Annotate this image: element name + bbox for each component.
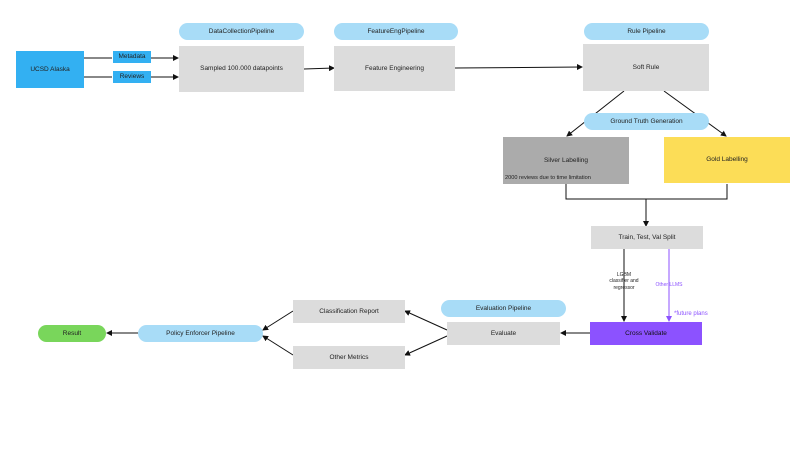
edge-feature-to-softrule bbox=[454, 64, 583, 71]
soft-rule-node: Soft Rule bbox=[583, 44, 709, 91]
silver-labelling-note: 2000 reviews due to time limitation bbox=[505, 175, 591, 181]
evaluate-node: Evaluate bbox=[447, 322, 560, 345]
edge-metrics-to-policy bbox=[262, 335, 294, 356]
silver-labelling-node: Silver Labelling bbox=[503, 137, 629, 184]
other-llms-label: Other LLMS bbox=[655, 282, 683, 288]
data-collection-pipeline-label: DataCollectionPipeline bbox=[179, 23, 304, 40]
gold-labelling-node: Gold Labelling bbox=[664, 137, 790, 183]
reviews-node: Reviews bbox=[113, 71, 151, 83]
evaluation-pipeline-label: Evaluation Pipeline bbox=[441, 300, 566, 317]
edge-labels-merge bbox=[565, 184, 728, 200]
rule-pipeline-label: Rule Pipeline bbox=[584, 23, 709, 40]
silver-labelling-title: Silver Labelling bbox=[543, 156, 589, 164]
feature-eng-pipeline-label: FeatureEngPipeline bbox=[334, 23, 458, 40]
classification-report-node: Classification Report bbox=[293, 300, 405, 323]
edge-evaluate-to-report bbox=[404, 310, 448, 331]
edge-report-to-policy bbox=[262, 310, 294, 331]
result-node: Result bbox=[38, 325, 106, 342]
edge-sampled-to-feature bbox=[303, 65, 335, 72]
ucsd-alaska-source: UCSD Alaska bbox=[16, 51, 84, 88]
feature-engineering-node: Feature Engineering bbox=[334, 46, 455, 91]
policy-enforcer-pipeline-label: Policy Enforcer Pipeline bbox=[138, 325, 263, 342]
other-metrics-node: Other Metrics bbox=[293, 346, 405, 369]
cross-validate-node: Cross Validate bbox=[590, 322, 702, 345]
lgbm-label: LGBM classifier and regressor bbox=[609, 272, 639, 291]
future-plans-label: *future plans bbox=[674, 311, 708, 317]
metadata-node: Metadata bbox=[113, 51, 151, 63]
train-test-val-split-node: Train, Test, Val Split bbox=[591, 226, 703, 249]
ground-truth-generation-label: Ground Truth Generation bbox=[584, 113, 709, 130]
edge-evaluate-to-metrics bbox=[404, 335, 448, 356]
sampled-datapoints-node: Sampled 100.000 datapoints bbox=[179, 46, 304, 92]
